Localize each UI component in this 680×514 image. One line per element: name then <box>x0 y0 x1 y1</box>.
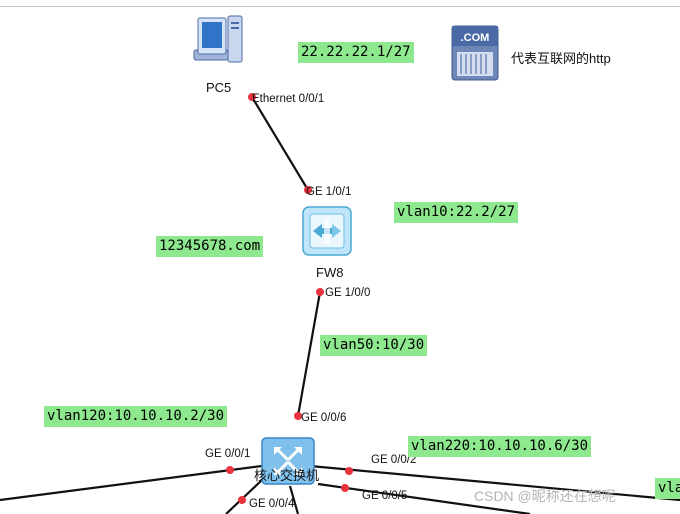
tag-vlan220: vlan220:10.10.10.6/30 <box>408 436 592 457</box>
firewall-icon[interactable] <box>302 206 352 256</box>
link-switch-ge005[interactable] <box>317 482 531 514</box>
port-dot[interactable] <box>341 484 349 492</box>
port-dot[interactable] <box>248 93 256 101</box>
port-dot[interactable] <box>304 186 312 194</box>
port-label-fw-ge100: GE 1/0/0 <box>325 287 371 299</box>
link-switch-ge001[interactable] <box>0 464 263 502</box>
tag-vlan120: vlan120:10.10.10.2/30 <box>44 406 228 427</box>
tag-edge-cut: vla <box>655 478 680 499</box>
top-divider <box>0 6 680 7</box>
dot-com-server-icon[interactable]: .COM <box>451 25 499 81</box>
port-label-sw-ge002: GE 0/0/2 <box>371 454 417 466</box>
pc-icon[interactable] <box>193 15 243 63</box>
port-dot[interactable] <box>238 496 246 504</box>
port-dot[interactable] <box>226 466 234 474</box>
pc-name-label: PC5 <box>206 80 232 95</box>
port-label-sw-ge001: GE 0/0/1 <box>205 448 251 460</box>
tag-pc-ip: 22.22.22.1/27 <box>298 42 414 63</box>
link-switch-down[interactable] <box>288 485 300 514</box>
switch-icon[interactable] <box>261 437 315 485</box>
link-fw-switch[interactable] <box>296 291 322 417</box>
port-dot[interactable] <box>294 412 302 420</box>
tag-vlan50: vlan50:10/30 <box>320 335 428 356</box>
tag-vlan10: vlan10:22.2/27 <box>394 202 519 223</box>
link-pc-fw[interactable] <box>251 96 309 191</box>
switch-name-label: 核心交换机 <box>254 468 320 483</box>
watermark: CSDN @昵称还在想呢 <box>474 488 616 504</box>
port-label-sw-ge006: GE 0/0/6 <box>301 412 347 424</box>
port-label-sw-ge004: GE 0/0/4 <box>249 498 295 510</box>
svg-text:.COM: .COM <box>461 32 490 44</box>
firewall-name-label: FW8 <box>316 265 344 280</box>
port-dot[interactable] <box>345 467 353 475</box>
port-label-fw-ge101: GE 1/0/1 <box>306 186 352 198</box>
port-dots <box>226 93 353 504</box>
tag-domain: 12345678.com <box>156 236 264 257</box>
port-label-sw-ge005: GE 0/0/5 <box>362 490 408 502</box>
link-switch-ge002[interactable] <box>309 464 680 502</box>
internet-description: 代表互联网的http <box>511 51 611 66</box>
port-label-pc-ethernet: Ethernet 0/0/1 <box>252 93 325 105</box>
port-dot[interactable] <box>316 288 324 296</box>
